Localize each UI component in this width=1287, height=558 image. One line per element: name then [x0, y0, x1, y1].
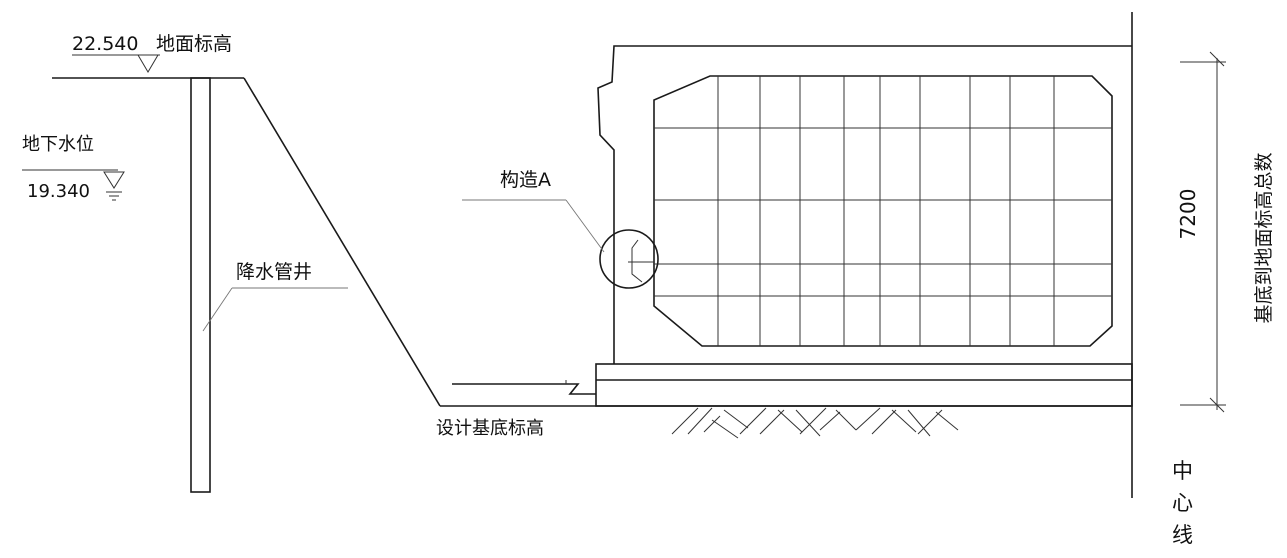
dewatering-well — [190, 77, 211, 493]
structure-outline — [597, 45, 1132, 364]
base-step — [452, 383, 596, 395]
centerline-char-1: 中 — [1172, 459, 1193, 483]
detail-a-symbol — [631, 239, 643, 283]
inner-box — [653, 75, 1113, 347]
detail-a-label: 构造A — [500, 169, 551, 191]
ground-elevation-text: 地面标高 — [156, 33, 232, 55]
design-base-elevation-label: 设计基底标高 — [436, 418, 544, 439]
dimension-arrow-top — [1209, 51, 1225, 67]
dewatering-well-label: 降水管井 — [236, 261, 312, 283]
elevation-triangle — [137, 54, 159, 73]
centerline-char-3: 线 — [1172, 523, 1193, 547]
well-leader — [202, 287, 233, 332]
soil-hatch — [671, 407, 959, 439]
detail-a-leader — [565, 199, 605, 253]
dimension-value: 7200 — [1176, 189, 1200, 240]
centerline-char-2: 心 — [1172, 491, 1193, 515]
detail-a-circle — [599, 229, 659, 289]
dimension-text: 基底到地面标高总数 — [1253, 152, 1275, 323]
groundwater-title: 地下水位 — [22, 134, 94, 155]
base-slab — [595, 363, 1133, 407]
excavation-slope — [243, 77, 441, 407]
ground-elevation-value: 22.540 — [72, 33, 138, 55]
groundwater-value: 19.340 — [27, 181, 90, 202]
groundwater-triangle — [103, 171, 125, 189]
dimension-arrow-bottom — [1209, 397, 1225, 413]
